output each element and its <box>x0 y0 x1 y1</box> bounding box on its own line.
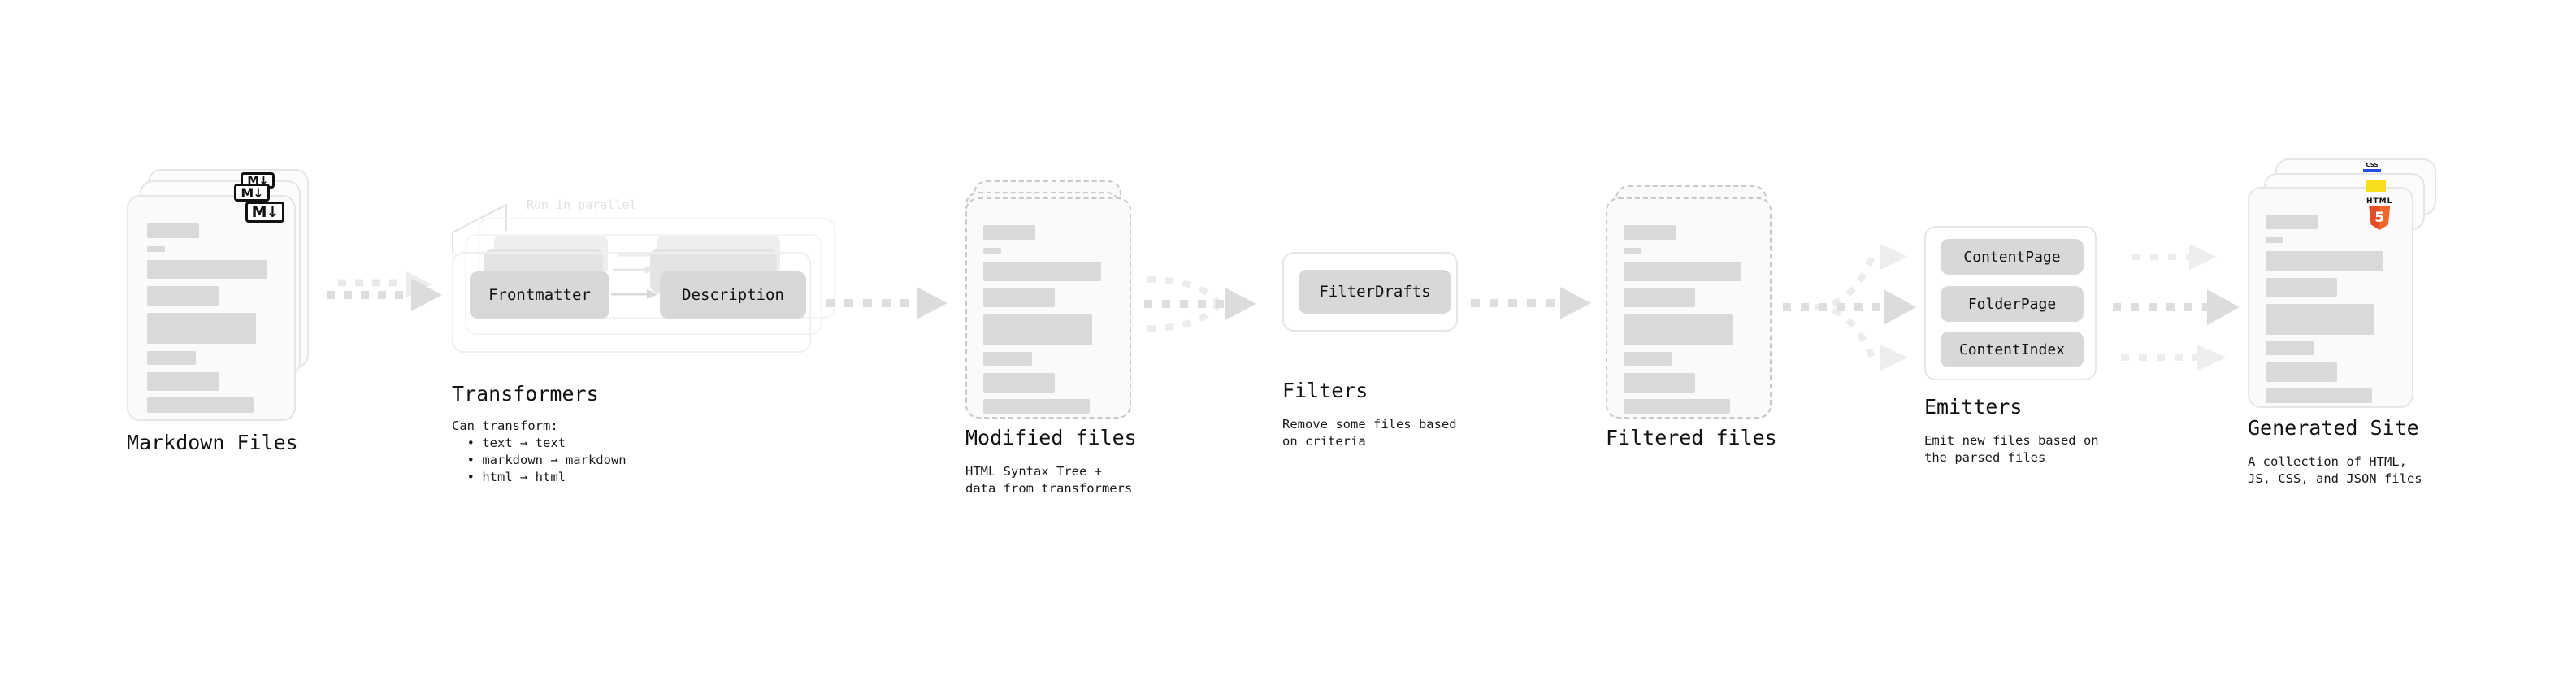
css-badge-bar <box>2363 169 2381 172</box>
transformer-arrow-mid <box>613 266 655 274</box>
markdown-files-title: Markdown Files <box>127 431 298 454</box>
emitter-node-contentindex[interactable]: ContentIndex <box>1941 332 2084 367</box>
emitters-subtitle: Emit new files based on the parsed files <box>1924 433 2099 465</box>
css-badge-label: CSS <box>2366 162 2379 168</box>
filtered-card-front <box>1606 197 1772 419</box>
transformer-arrow-front <box>611 289 658 299</box>
transformer-layer-back <box>478 218 835 319</box>
modified-card-front <box>965 197 1131 419</box>
arrow-markdown-to-transformers <box>327 271 442 311</box>
modified-files-title: Modified files <box>965 426 1137 449</box>
filters-box <box>1282 252 1458 332</box>
markdown-card-front <box>127 195 296 421</box>
arrow-filters-to-filtered <box>1471 287 1591 319</box>
parallel-annotation: Run in parallel <box>527 197 637 212</box>
arrow-emitters-to-site <box>2113 244 2240 371</box>
js-badge <box>2366 180 2386 192</box>
html5-badge-number: 5 <box>2374 210 2385 226</box>
transformers-title: Transformers <box>452 382 599 406</box>
transformer-layer-mid <box>465 234 822 335</box>
emitter-node-contentpage[interactable]: ContentPage <box>1941 239 2084 275</box>
filtered-files-title: Filtered files <box>1606 426 1777 449</box>
transformer-node-frontmatter[interactable]: Frontmatter <box>470 271 609 319</box>
arrow-filtered-to-emitters <box>1783 244 1916 371</box>
arrow-modified-to-filters <box>1144 276 1256 332</box>
site-card-front <box>2248 187 2413 408</box>
markdown-badge-mid: M↓ <box>234 184 270 202</box>
emitters-box <box>1924 226 2097 380</box>
html5-shield-icon: 5 <box>2369 206 2391 230</box>
transformers-subtitle: Can transform: • text → text • markdown … <box>452 419 627 484</box>
css-badge: CSS <box>2363 163 2381 172</box>
arrow-transformers-to-modified <box>826 287 948 319</box>
generated-site-subtitle: A collection of HTML, JS, CSS, and JSON … <box>2248 454 2422 486</box>
transformer-node-description[interactable]: Description <box>660 271 806 319</box>
filters-subtitle: Remove some files based on criteria <box>1282 417 1457 449</box>
transformer-layer-front <box>452 252 811 353</box>
html5-badge: HTML 5 <box>2366 197 2392 230</box>
html5-badge-label: HTML <box>2366 197 2393 206</box>
emitters-title: Emitters <box>1924 395 2023 419</box>
emitter-node-folderpage[interactable]: FolderPage <box>1941 286 2084 322</box>
markdown-badge: M↓ <box>245 202 284 223</box>
modified-files-subtitle: HTML Syntax Tree + data from transformer… <box>965 464 1133 496</box>
filter-node-filterdrafts[interactable]: FilterDrafts <box>1299 270 1451 314</box>
generated-site-title: Generated Site <box>2248 416 2419 440</box>
filters-title: Filters <box>1282 379 1368 402</box>
